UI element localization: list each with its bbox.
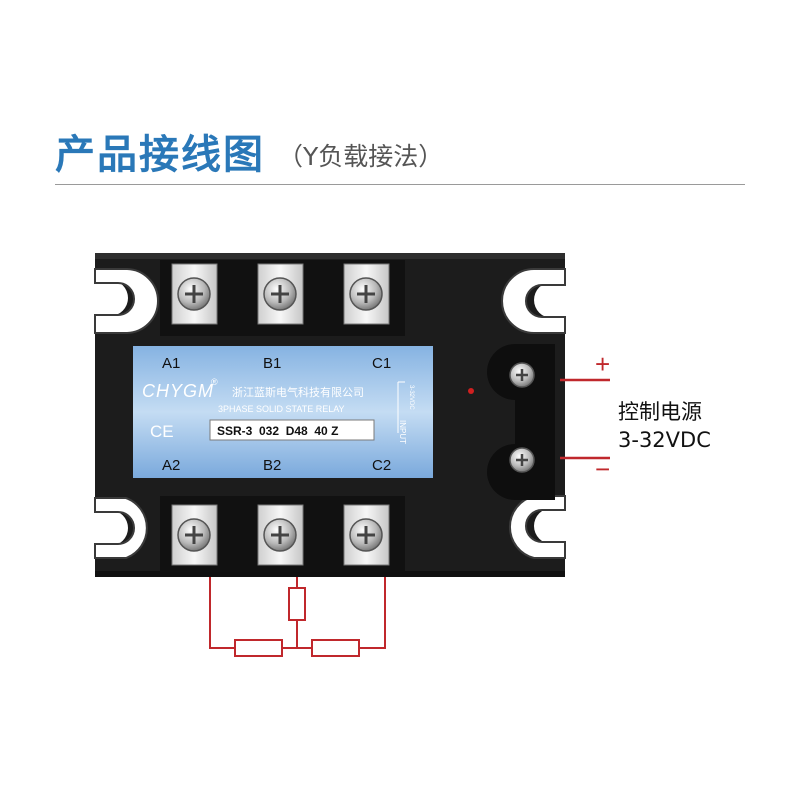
terminal-label-b1: B1 bbox=[263, 355, 281, 372]
status-led bbox=[468, 388, 474, 394]
terminal-b2 bbox=[257, 504, 304, 566]
control-power-label: 控制电源 bbox=[618, 400, 702, 424]
model-box bbox=[209, 419, 375, 441]
terminal-block-bottom bbox=[160, 496, 405, 572]
brand-registered-mark: ® bbox=[211, 377, 218, 387]
load-resistor-right bbox=[311, 639, 360, 657]
page-subtitle: （Y负载接法） bbox=[278, 142, 444, 171]
input-marking: INPUT 3-32VDC bbox=[397, 381, 414, 444]
terminal-block-top bbox=[160, 260, 405, 336]
mount-notch-tr bbox=[501, 268, 566, 334]
control-screw-plus bbox=[509, 362, 535, 388]
model-number: SSR-3 032 D48 40 Z bbox=[217, 424, 338, 438]
wire-c2 bbox=[359, 577, 386, 649]
plus-sign: + bbox=[595, 349, 610, 379]
relay-description: 3PHASE SOLID STATE RELAY bbox=[218, 404, 345, 414]
terminal-label-c2: C2 bbox=[372, 457, 391, 474]
terminal-a1 bbox=[171, 263, 218, 325]
control-terminal-block bbox=[487, 344, 555, 500]
terminal-label-b2: B2 bbox=[263, 457, 281, 474]
terminal-a2 bbox=[171, 504, 218, 566]
control-voltage-label: 3-32VDC bbox=[618, 428, 711, 452]
product-label-panel: A1 B1 C1 CHYGM ® 浙江蓝斯电气科技有限公司 3PHASE SOL… bbox=[133, 346, 433, 478]
terminal-label-a2: A2 bbox=[162, 457, 180, 474]
brand-name: CHYGM bbox=[142, 381, 214, 401]
load-resistor-center bbox=[288, 587, 306, 621]
y-load-circuit bbox=[209, 577, 386, 657]
terminal-c1 bbox=[343, 263, 390, 325]
input-range: 3-32VDC bbox=[408, 385, 414, 410]
terminal-label-a1: A1 bbox=[162, 355, 180, 372]
wire-a2 bbox=[209, 577, 235, 649]
mount-notch-bl bbox=[94, 497, 148, 559]
ce-mark: CE bbox=[150, 422, 174, 441]
terminal-c2 bbox=[343, 504, 390, 566]
company-name: 浙江蓝斯电气科技有限公司 bbox=[232, 385, 364, 399]
terminal-b1 bbox=[257, 263, 304, 325]
page-title: 产品接线图 bbox=[55, 132, 265, 178]
terminal-label-c1: C1 bbox=[372, 355, 391, 372]
minus-sign: − bbox=[595, 454, 610, 484]
control-screw-minus bbox=[509, 447, 535, 473]
load-resistor-left bbox=[234, 639, 283, 657]
input-label: INPUT bbox=[398, 420, 407, 444]
mount-notch-tl bbox=[94, 268, 159, 334]
mount-notch-br bbox=[508, 495, 566, 559]
title-divider bbox=[55, 184, 745, 185]
